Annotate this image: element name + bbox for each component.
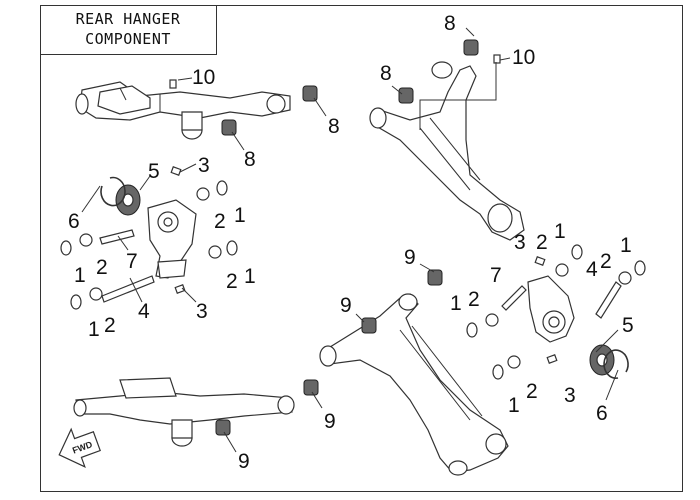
- callout-labels: 10 8 8 5 3 6 7 2 1 1 2 2 1 1 2 4 3 9 9 8…: [68, 12, 634, 473]
- bearings-and-circlips: [100, 176, 629, 379]
- callout-number: 2: [600, 250, 612, 273]
- callout-number: 3: [514, 231, 526, 254]
- callout-number: 9: [340, 294, 352, 317]
- callout-number: 7: [126, 250, 138, 273]
- callout-number: 1: [88, 318, 100, 341]
- bushing-9b: [361, 317, 377, 334]
- bushing-8c: [463, 39, 479, 56]
- drawing-frame: [40, 5, 683, 492]
- bushing-9a: [427, 269, 443, 286]
- title-line-2: COMPONENT: [85, 30, 171, 48]
- callout-number: 1: [74, 264, 86, 287]
- callout-number: 1: [244, 265, 256, 288]
- bushing-8a: [302, 85, 318, 102]
- leader-lines: [81, 27, 619, 453]
- callout-number: 5: [622, 314, 634, 337]
- bushing-9c: [303, 379, 319, 396]
- callout-number: 6: [68, 210, 80, 233]
- lower-left-swing-arm: [73, 377, 295, 447]
- callout-number: 10: [512, 46, 535, 69]
- callout-number: 8: [244, 148, 256, 171]
- callout-number: 7: [490, 264, 502, 287]
- left-hanger-bracket: [147, 199, 197, 279]
- callout-number: 6: [596, 402, 608, 425]
- callout-number: 2: [468, 288, 480, 311]
- callout-number: 4: [138, 300, 150, 323]
- callout-number: 1: [450, 292, 462, 315]
- callout-number: 3: [198, 154, 210, 177]
- callout-number: 3: [196, 300, 208, 323]
- callout-number: 1: [508, 394, 520, 417]
- callout-number: 1: [620, 234, 632, 257]
- callout-number: 2: [214, 210, 226, 233]
- callout-number: 4: [586, 258, 598, 281]
- callout-number: 1: [234, 204, 246, 227]
- callout-number: 9: [238, 450, 250, 473]
- bushing-8b: [221, 119, 237, 136]
- callout-number: 8: [380, 62, 392, 85]
- upper-left-swing-arm: [75, 81, 291, 140]
- callout-number: 2: [536, 231, 548, 254]
- callout-number: 8: [328, 115, 340, 138]
- title-line-1: REAR HANGER: [75, 10, 181, 28]
- callout-number: 2: [96, 256, 108, 279]
- callout-number: 2: [104, 314, 116, 337]
- right-hanger-bracket: [527, 275, 575, 343]
- forward-direction-arrow: FWD: [58, 427, 101, 468]
- shafts: [99, 229, 622, 319]
- lower-right-swing-arm: [319, 293, 509, 476]
- bushings: [215, 39, 479, 436]
- callout-number: 5: [148, 160, 160, 183]
- callout-number: 2: [226, 270, 238, 293]
- callout-number: 9: [404, 246, 416, 269]
- bushing-8d: [398, 87, 414, 104]
- bushing-9d: [215, 419, 231, 436]
- title-block: REAR HANGER COMPONENT: [40, 5, 217, 55]
- callout-number: 10: [192, 66, 215, 89]
- washers-collars-bolts: [60, 54, 646, 380]
- callout-number: 1: [554, 220, 566, 243]
- callout-number: 2: [526, 380, 538, 403]
- callout-number: 3: [564, 384, 576, 407]
- upper-right-swing-arm: [369, 61, 525, 241]
- callout-number: 8: [444, 12, 456, 35]
- callout-number: 9: [324, 410, 336, 433]
